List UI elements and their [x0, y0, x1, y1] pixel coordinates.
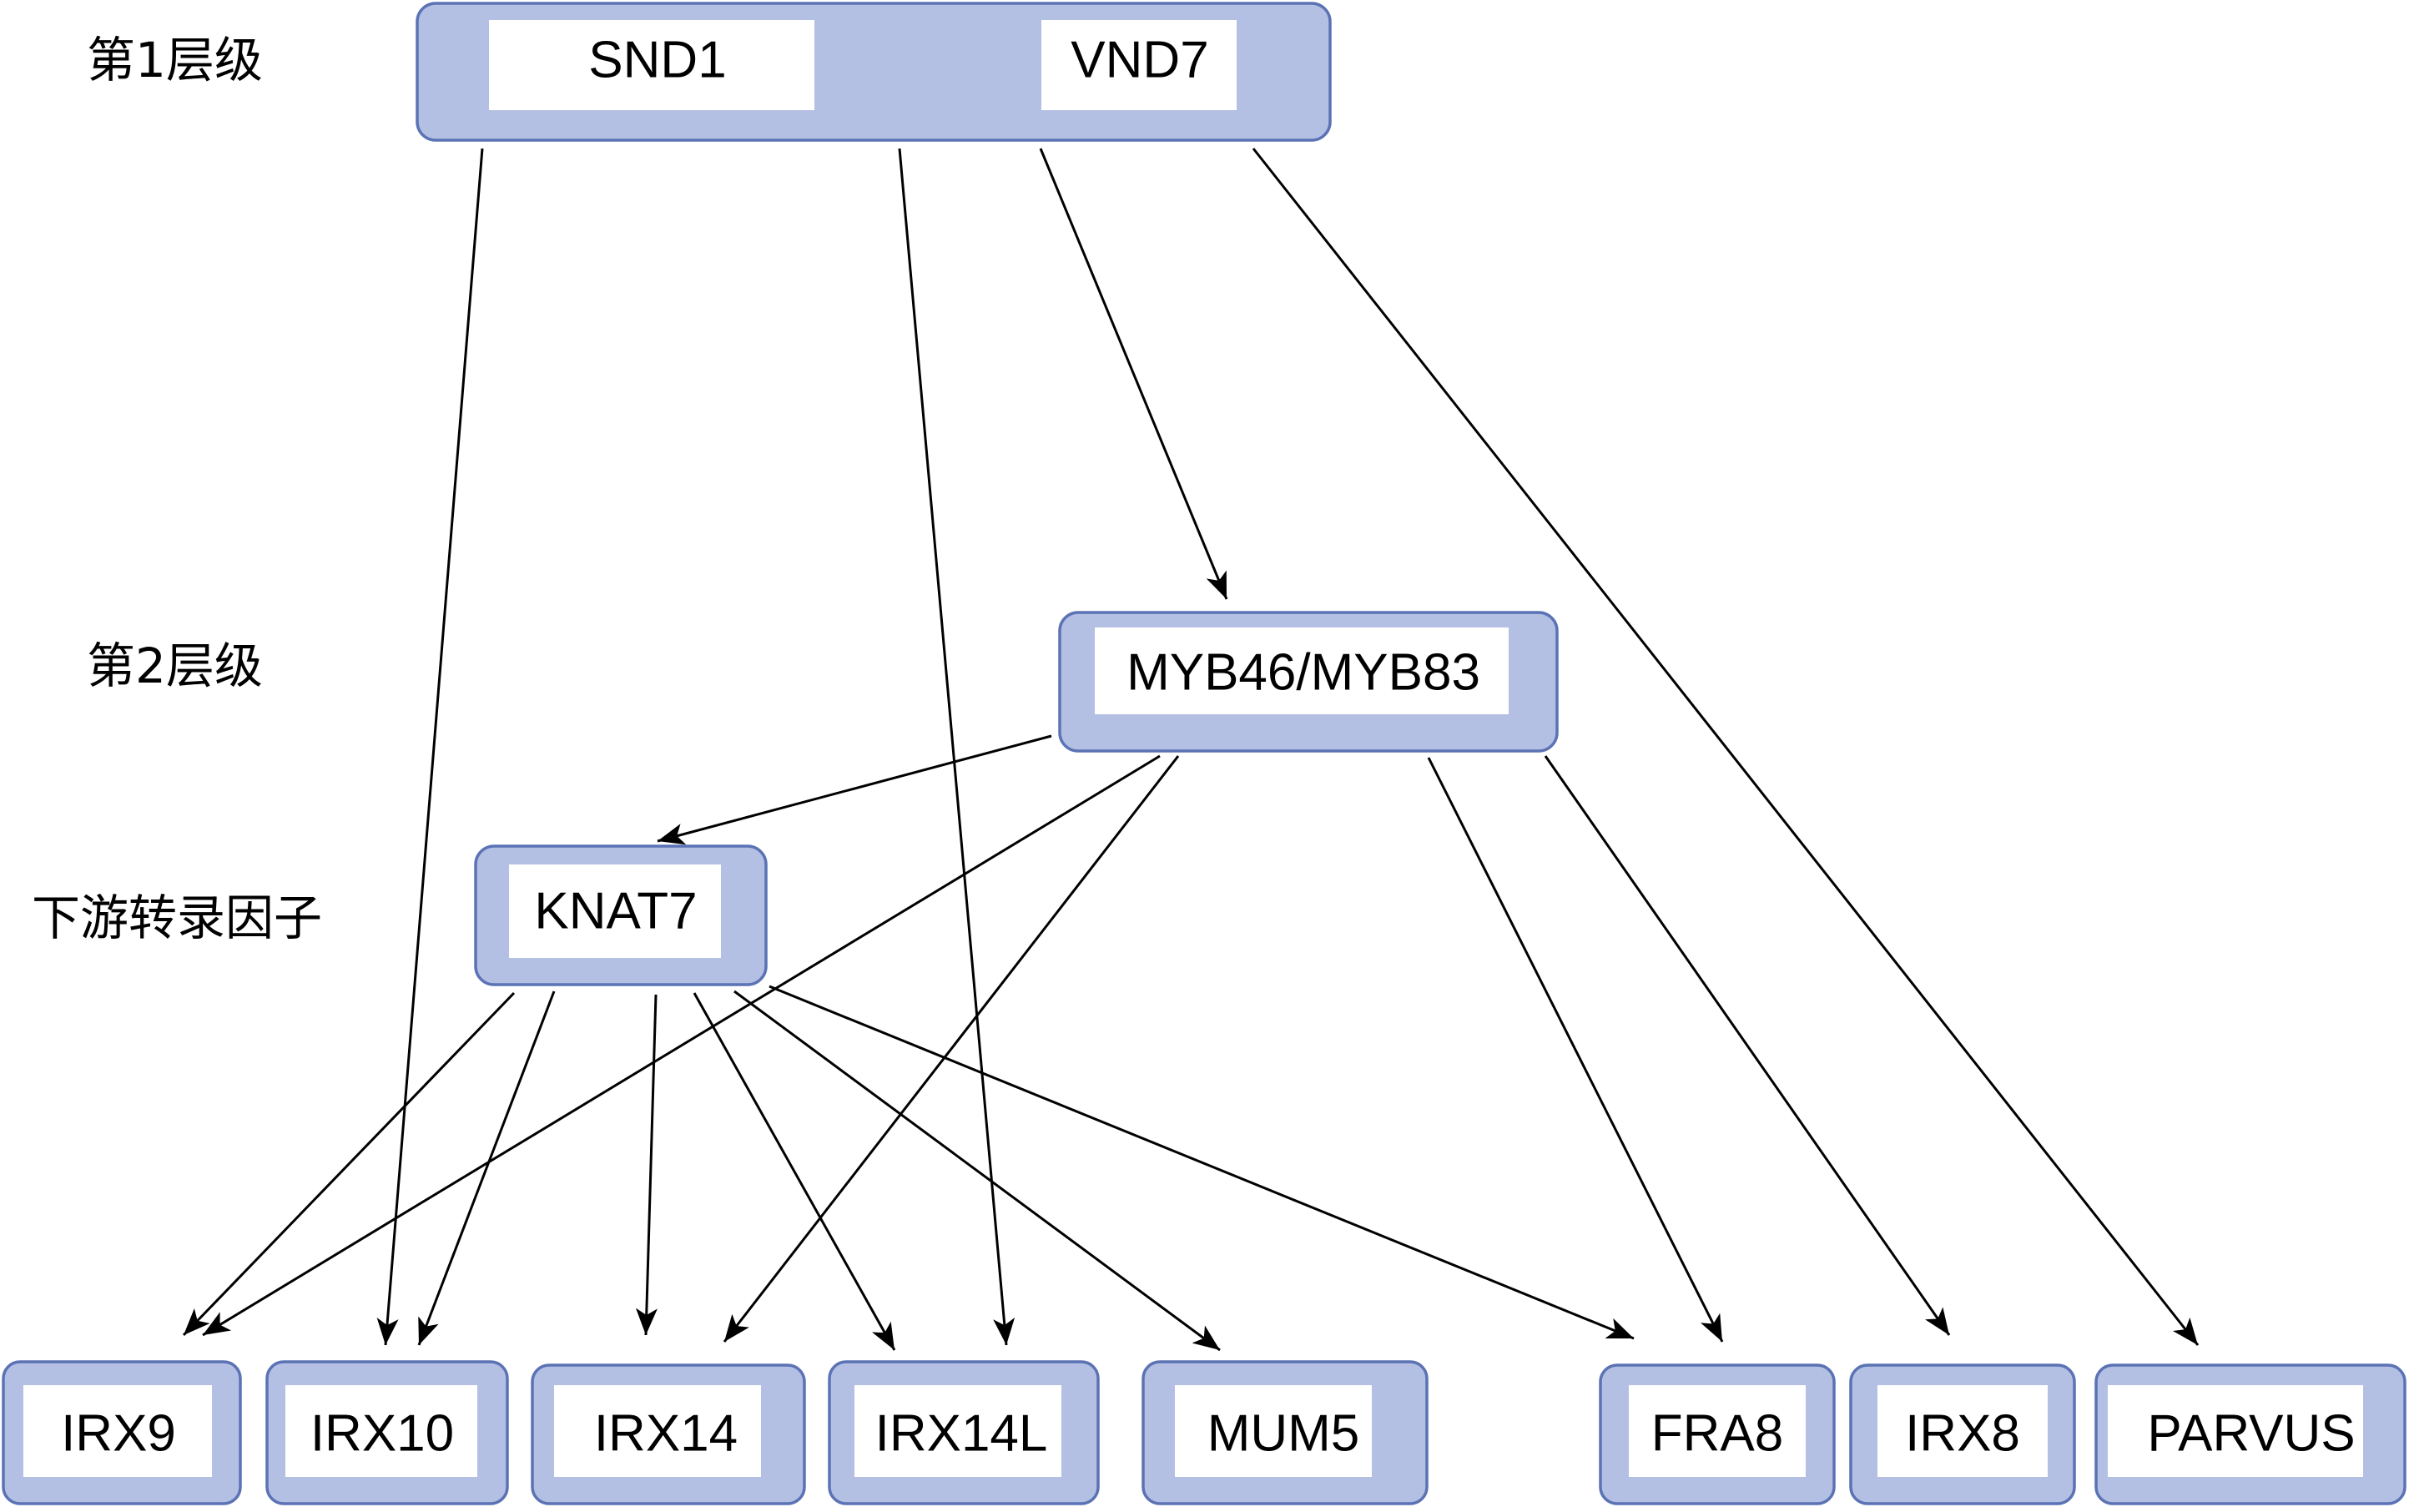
irx14-node: IRX14: [531, 1363, 806, 1505]
node-irx14l: IRX14L: [875, 1405, 1048, 1463]
edge-level1-to-myb: [1039, 148, 1228, 600]
target-genes-row: IRX9 IRX10 IRX14 IRX14L MUM5 FRA8: [2, 1360, 2406, 1505]
edge-knat7-to-irx10: [417, 990, 556, 1346]
irx14l-node: IRX14L: [828, 1360, 1100, 1505]
level1-node-group: SND1 VND7: [416, 2, 1332, 142]
edge-myb-to-irx14: [723, 755, 1180, 1343]
fra8-node: FRA8: [1599, 1363, 1836, 1505]
node-snd1: SND1: [588, 32, 726, 89]
node-irx8: IRX8: [1905, 1405, 2020, 1463]
parvus-node: PARVUS: [2094, 1363, 2406, 1505]
level-label-2: 第2层级: [87, 638, 263, 694]
edges-layer: [182, 148, 2200, 1352]
irx8-node: IRX8: [1849, 1363, 2076, 1505]
snd1-label-box: [489, 20, 814, 110]
edge-knat7-to-irx14: [635, 994, 658, 1336]
edge-myb-to-fra8: [1427, 757, 1724, 1343]
vnd7-label-box: [1041, 20, 1237, 110]
level-labels: 第1层级 第2层级 下游转录因子: [32, 32, 322, 946]
knat7-node: KNAT7: [474, 844, 768, 986]
node-fra8: FRA8: [1651, 1405, 1783, 1463]
edge-knat7-to-fra8: [769, 985, 1635, 1340]
edge-myb-to-irx9: [202, 754, 1161, 1337]
myb-node: MYB46/MYB83: [1058, 611, 1559, 753]
edge-level1-to-irx14l: [898, 148, 1016, 1346]
edge-knat7-to-irx14l: [693, 992, 896, 1351]
irx9-node: IRX9: [2, 1360, 242, 1505]
node-irx9: IRX9: [61, 1405, 176, 1463]
level-label-1: 第1层级: [87, 32, 263, 88]
irx10-node: IRX10: [265, 1360, 509, 1505]
node-vnd7: VND7: [1071, 32, 1208, 89]
node-myb46-myb83: MYB46/MYB83: [1126, 644, 1480, 702]
level-label-downstream: 下游转录因子: [32, 890, 322, 946]
mum5-node: MUM5: [1142, 1360, 1429, 1505]
node-knat7: KNAT7: [534, 883, 697, 940]
edge-level1-to-irx10: [376, 148, 484, 1346]
edge-myb-to-irx8: [1544, 755, 1951, 1336]
node-parvus: PARVUS: [2147, 1405, 2355, 1463]
edge-myb-to-knat7: [657, 734, 1052, 845]
node-irx10: IRX10: [310, 1405, 454, 1463]
edge-level1-to-parvus: [1252, 148, 2200, 1346]
edge-knat7-to-mum5: [733, 990, 1221, 1352]
node-irx14: IRX14: [594, 1405, 738, 1463]
edge-knat7-to-irx9: [182, 991, 516, 1337]
node-mum5: MUM5: [1207, 1405, 1360, 1463]
